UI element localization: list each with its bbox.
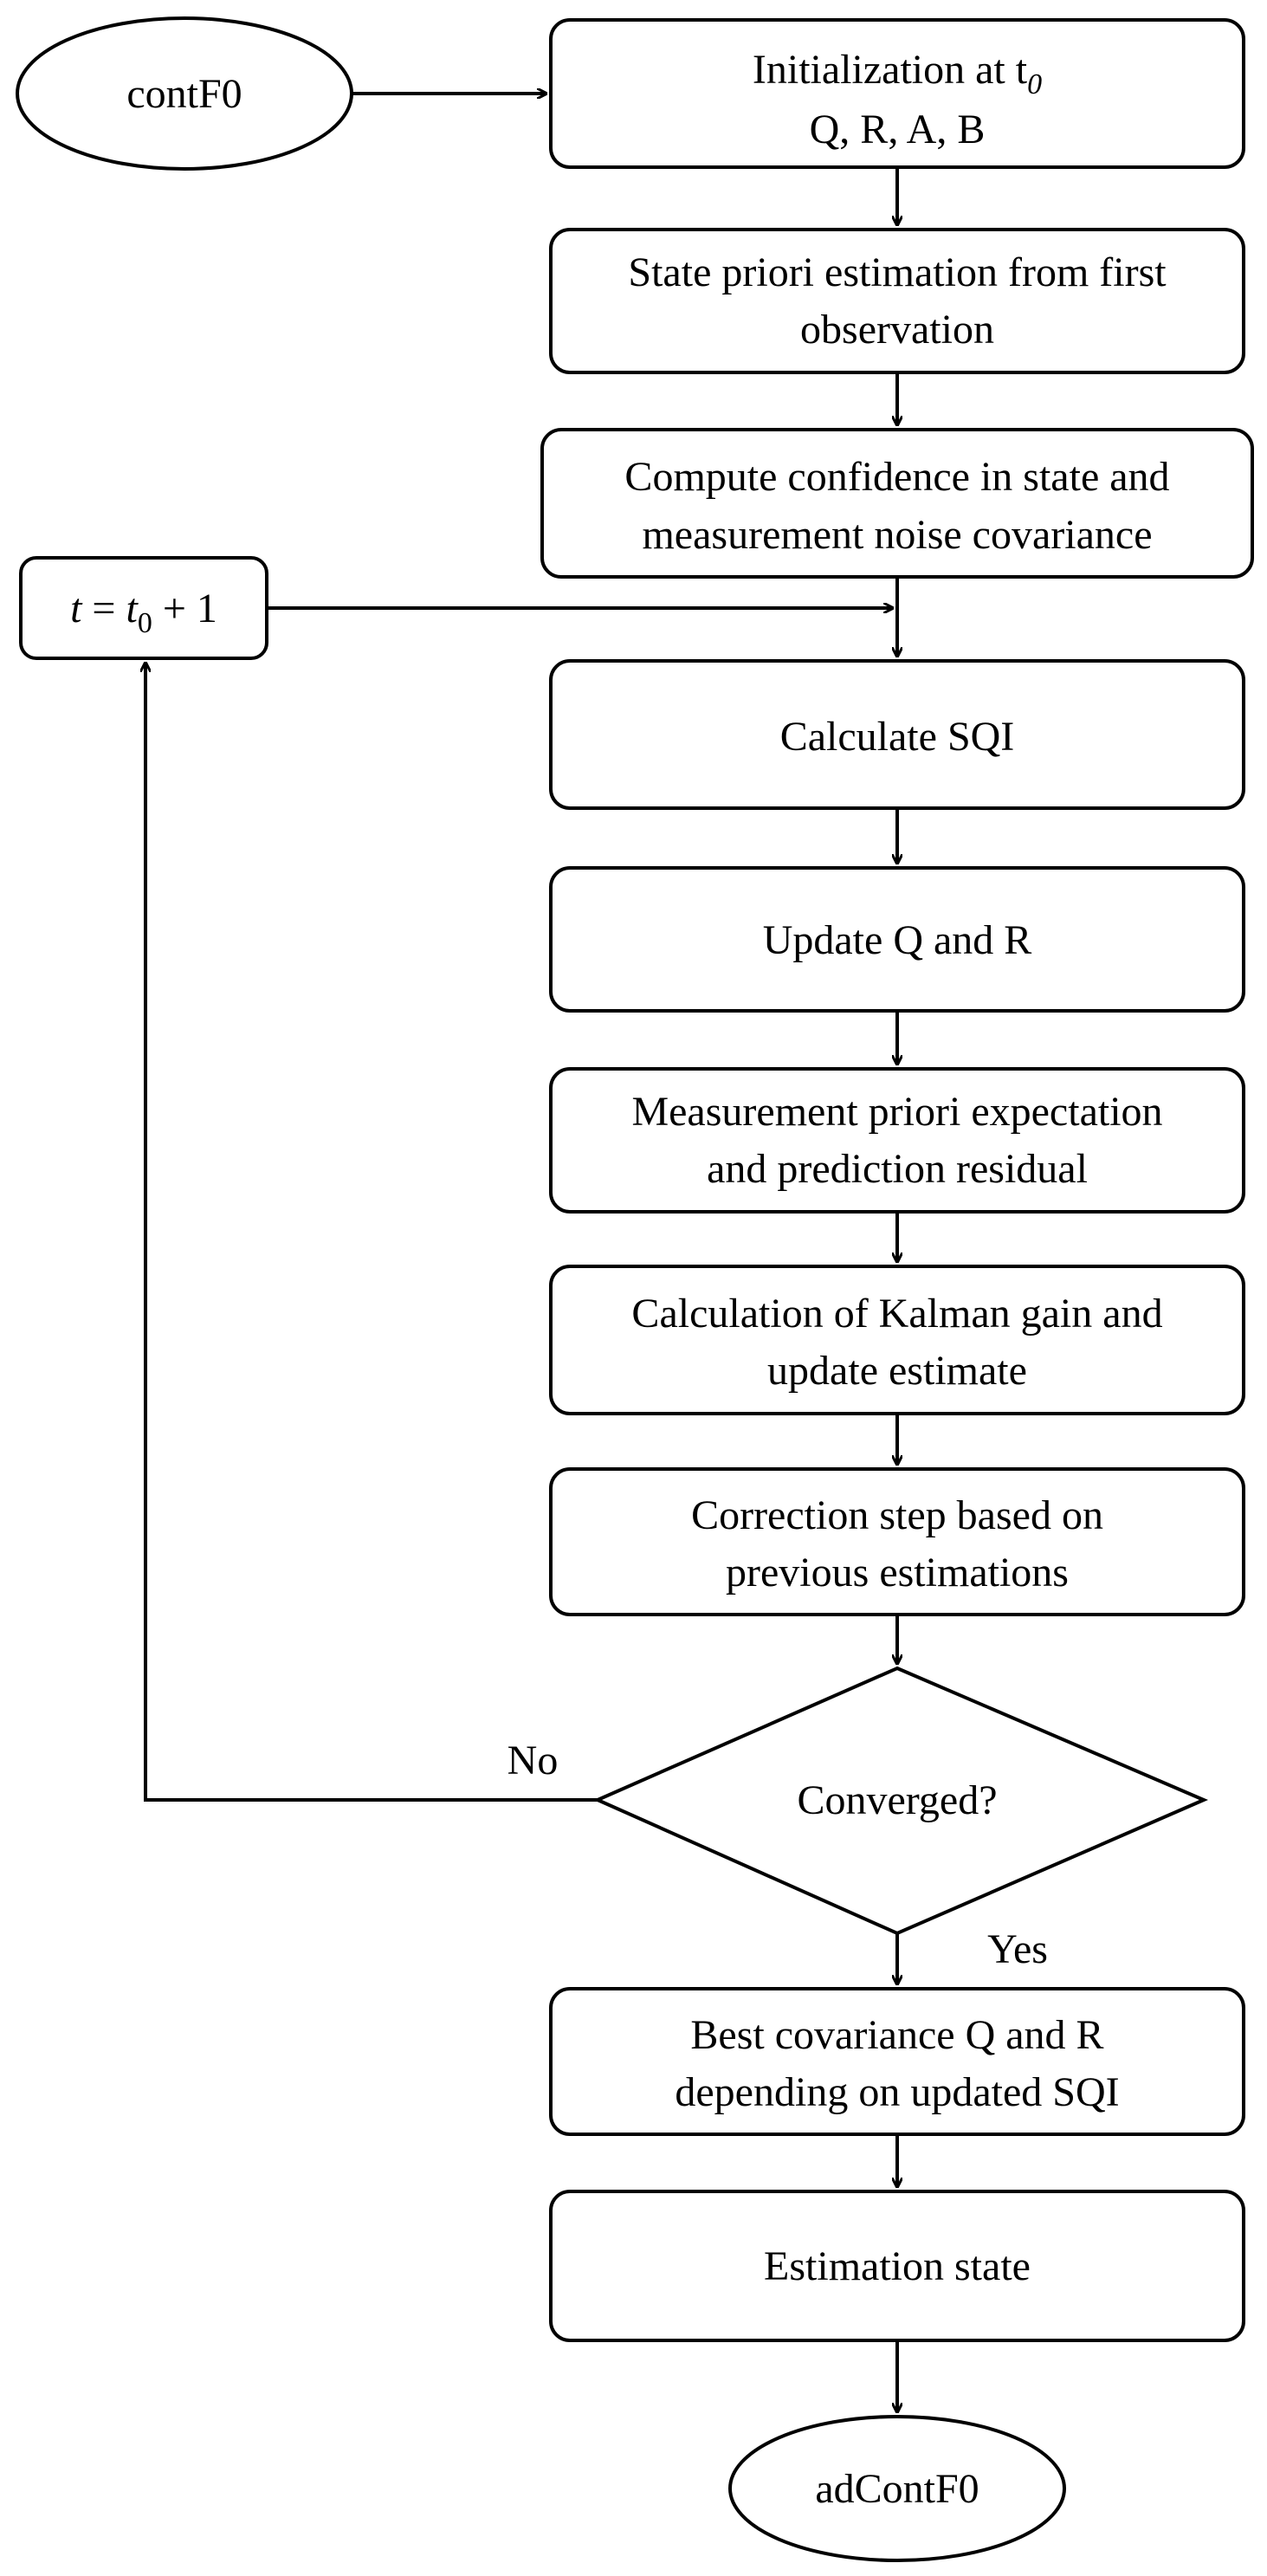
edge-decision-no-loop	[145, 663, 598, 1802]
confidence-line1: Compute confidence in state and	[624, 454, 1169, 500]
correction-line1: Correction step based on	[691, 1492, 1103, 1538]
converged-decision: Converged?	[593, 1666, 1209, 1936]
confidence-box: Compute confidence in state and measurem…	[540, 428, 1254, 579]
initialization-box: Initialization at t0 Q, R, A, B	[549, 18, 1245, 169]
loop-counter-box: t = t0 + 1	[19, 556, 268, 660]
best-covariance-line2: depending on updated SQI	[675, 2069, 1119, 2115]
loop-counter-label: t = t0 + 1	[70, 586, 217, 639]
best-covariance-line1: Best covariance Q and R	[690, 2012, 1103, 2058]
initialization-label: Initialization at t0	[753, 47, 1042, 100]
yes-label: Yes	[987, 1926, 1048, 1972]
no-label: No	[507, 1738, 559, 1783]
kalman-box: Calculation of Kalman gain and update es…	[549, 1265, 1245, 1415]
update-qr-box: Update Q and R	[549, 866, 1245, 1013]
start-node: contF0	[16, 16, 353, 171]
correction-box: Correction step based on previous estima…	[549, 1467, 1245, 1616]
confidence-line2: measurement noise covariance	[642, 512, 1152, 558]
state-priori-line2: observation	[800, 307, 994, 353]
estimation-state-box: Estimation state	[549, 2190, 1245, 2342]
best-covariance-box: Best covariance Q and R depending on upd…	[549, 1987, 1245, 2136]
update-qr-label: Update Q and R	[763, 917, 1032, 963]
correction-line2: previous estimations	[726, 1550, 1069, 1595]
state-priori-line1: State priori estimation from first	[628, 249, 1167, 295]
measurement-box: Measurement priori expectation and predi…	[549, 1067, 1245, 1214]
start-label: contF0	[126, 71, 242, 117]
end-node: adContF0	[728, 2415, 1066, 2562]
calculate-sqi-label: Calculate SQI	[780, 714, 1015, 760]
initialization-params: Q, R, A, B	[810, 107, 986, 152]
end-label: adContF0	[815, 2466, 979, 2512]
estimation-state-label: Estimation state	[764, 2243, 1031, 2289]
calculate-sqi-box: Calculate SQI	[549, 659, 1245, 810]
kalman-line1: Calculation of Kalman gain and	[631, 1291, 1162, 1337]
measurement-line1: Measurement priori expectation	[631, 1089, 1162, 1135]
converged-label: Converged?	[797, 1777, 997, 1823]
state-priori-box: State priori estimation from first obser…	[549, 228, 1245, 374]
measurement-line2: and prediction residual	[707, 1146, 1088, 1192]
kalman-line2: update estimate	[767, 1348, 1027, 1394]
